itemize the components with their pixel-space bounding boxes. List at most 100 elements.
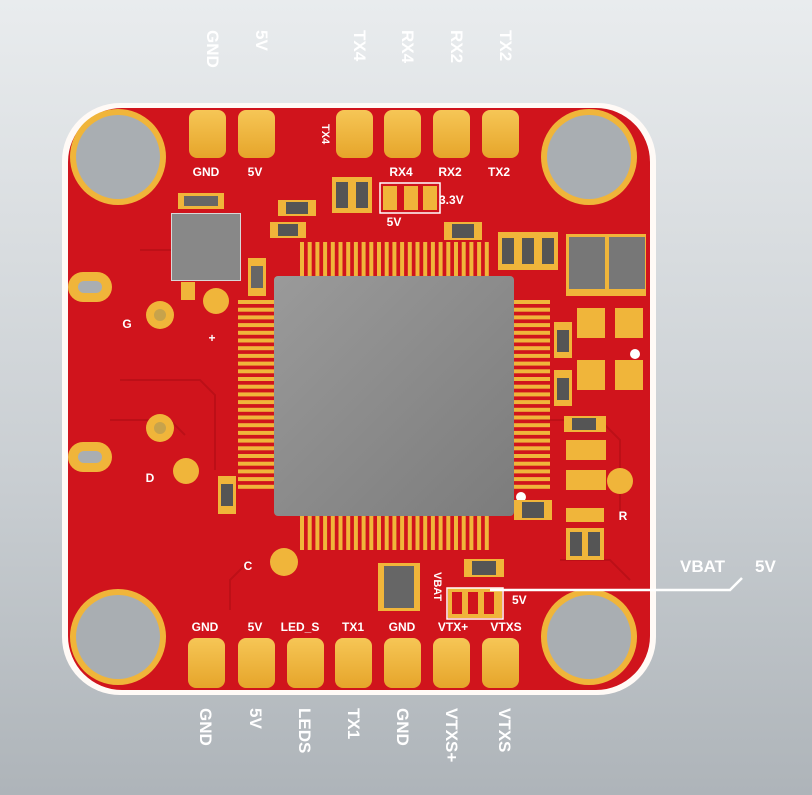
mcu-pin: [461, 242, 466, 276]
mcu-pin: [514, 369, 550, 374]
mcu-pin: [238, 461, 274, 466]
mcu-pin: [407, 242, 412, 276]
mcu-pin: [238, 392, 274, 397]
callout-vbat: VBAT: [680, 557, 726, 576]
bottom-pad-label: GND: [389, 620, 416, 634]
mcu-pin: [514, 461, 550, 466]
mcu-pin: [484, 242, 489, 276]
mcu-pin: [514, 430, 550, 435]
mcu-pin: [238, 438, 274, 443]
mcu-pin: [315, 516, 320, 550]
mcu-pin: [315, 242, 320, 276]
mcu-pin: [384, 516, 389, 550]
mcu-pin: [514, 346, 550, 351]
mcu-pin: [392, 242, 397, 276]
mcu-pin: [353, 516, 358, 550]
mcu-pin: [300, 242, 304, 276]
mcu-pin: [238, 384, 274, 389]
top-external-label: TX2: [496, 30, 515, 61]
marking-plus: +: [208, 331, 215, 345]
mcu-pin: [238, 330, 274, 335]
bottom-external-label: VTXS: [495, 708, 514, 752]
vbat-jumper-label: VBAT: [431, 572, 443, 601]
mcu-pin: [454, 516, 458, 550]
round-pads: [146, 288, 640, 576]
marking-g: G: [122, 317, 131, 331]
mcu-pin: [514, 338, 550, 343]
top-external-label: RX2: [447, 30, 466, 63]
mcu-pin: [377, 242, 381, 276]
mcu-pin: [238, 346, 274, 351]
mcu-pin: [238, 369, 274, 374]
mcu-pin: [461, 516, 466, 550]
mcu-pin: [514, 454, 550, 458]
bottom-external-label: GND: [196, 708, 215, 746]
top-pad-label: GND: [193, 165, 220, 179]
mcu-pin: [514, 323, 550, 328]
tx4-side-label: TX4: [319, 124, 331, 145]
mounting-holes: [70, 109, 637, 685]
mcu-pin: [369, 516, 374, 550]
mcu-pin: [423, 242, 428, 276]
mcu-pin: [514, 484, 550, 489]
top-external-label: RX4: [398, 30, 417, 64]
jumper-label-5v: 5V: [387, 215, 402, 229]
mcu-pin: [346, 242, 351, 276]
bottom-pad-label: VTX+: [438, 620, 468, 634]
voltage-jumper-outline: [379, 182, 441, 214]
mcu-pin: [238, 323, 274, 328]
mcu-pin: [323, 242, 328, 276]
mcu-pin: [238, 484, 274, 489]
mcu-pin: [238, 377, 274, 381]
bottom-connector-pads: [188, 638, 519, 688]
mcu-pin: [514, 330, 550, 335]
mcu-pin: [514, 315, 550, 320]
bottom-external-label: TX1: [344, 708, 363, 739]
mcu-pin: [454, 242, 458, 276]
top-pad-label: TX2: [488, 165, 510, 179]
bottom-pad-label: GND: [192, 620, 219, 634]
mcu-pin: [407, 516, 412, 550]
mcu-pin: [514, 415, 550, 420]
components: [171, 177, 646, 618]
bottom-pad-label: LED_S: [281, 620, 320, 634]
mcu-pin: [238, 446, 274, 451]
mcu-pin: [400, 516, 405, 550]
mcu-pin: [415, 516, 420, 550]
vbat-jumper-5v-label: 5V: [512, 593, 527, 607]
mcu-pin: [338, 516, 343, 550]
marking-c: C: [244, 559, 253, 573]
mcu-chip: [274, 276, 514, 516]
mcu-pin: [238, 407, 274, 412]
mcu-pin: [484, 516, 489, 550]
mcu-pin: [446, 516, 451, 550]
mcu-pin: [469, 242, 474, 276]
bottom-pad-label: 5V: [248, 620, 263, 634]
top-external-label: TX4: [350, 30, 369, 62]
marking-r: R: [619, 509, 628, 523]
mcu-pin: [238, 415, 274, 420]
bottom-external-label: VTXS+: [442, 708, 461, 762]
mcu-pins: [238, 242, 550, 550]
mcu-pin: [423, 516, 428, 550]
mcu-pin: [346, 516, 351, 550]
bottom-pad-label: VTXS: [490, 620, 521, 634]
callout-5v: 5V: [755, 557, 776, 576]
mcu-pin: [353, 242, 358, 276]
mcu-pin: [338, 242, 343, 276]
mcu-pin: [238, 338, 274, 343]
mcu-pin: [392, 516, 397, 550]
top-external-label: 5V: [252, 30, 271, 51]
mcu-pin: [514, 407, 550, 412]
mcu-pin: [514, 446, 550, 451]
mcu-pin: [514, 423, 550, 428]
callout-leader: [490, 577, 743, 592]
mcu-pin: [238, 353, 274, 358]
top-external-label: GND: [203, 30, 222, 68]
bottom-pad-label: TX1: [342, 620, 364, 634]
marking-d: D: [146, 471, 155, 485]
mcu-pin: [430, 516, 435, 550]
mcu-pin: [307, 516, 312, 550]
bottom-external-label: GND: [393, 708, 412, 746]
